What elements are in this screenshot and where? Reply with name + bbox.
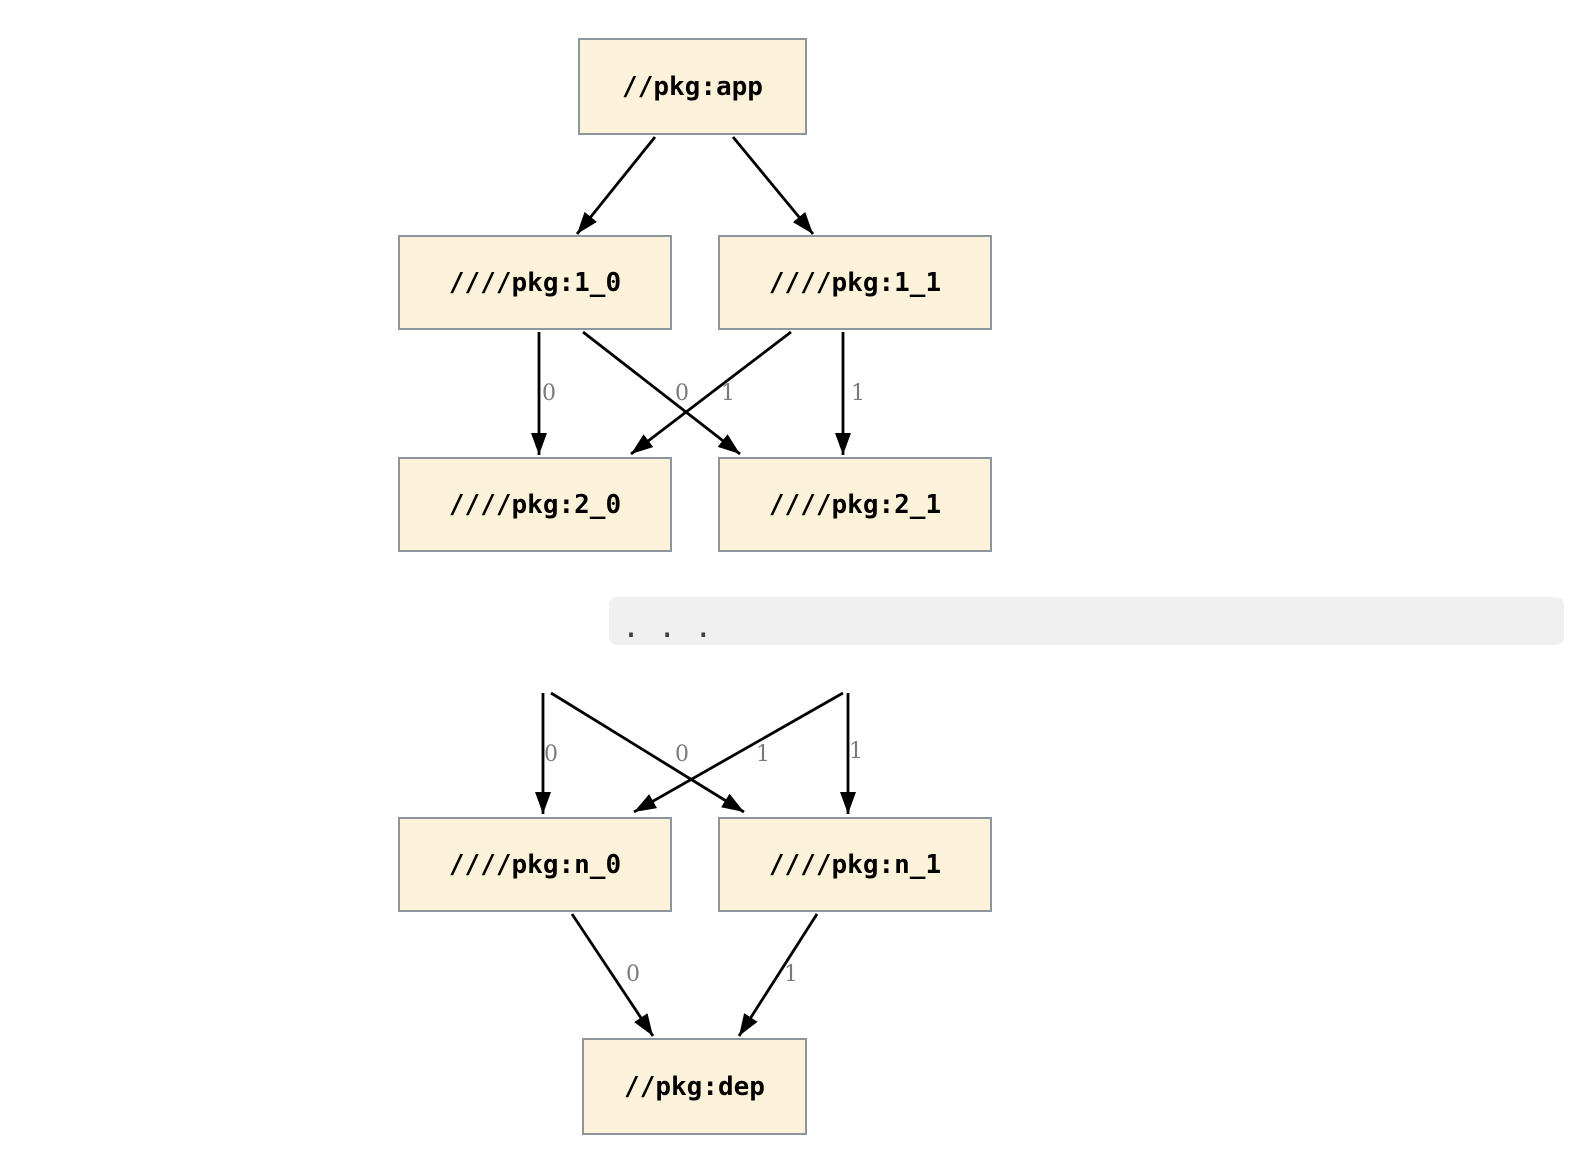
node-pkg-1_1: ////pkg:1_1 xyxy=(718,235,992,330)
edge-prev-to-n_0-cross xyxy=(633,691,844,814)
node-pkg-n_1-label: ////pkg:n_1 xyxy=(768,849,942,880)
node-pkg-dep: //pkg:dep xyxy=(582,1038,807,1135)
edge-prev-to-n_1-cross xyxy=(550,691,745,814)
node-pkg-2_0: ////pkg:2_0 xyxy=(398,457,672,552)
node-pkg-app-label: //pkg:app xyxy=(622,71,763,102)
edge-label-1_0-2_1: 1 xyxy=(721,381,735,406)
ellipsis-dots: . . . xyxy=(622,609,713,645)
node-pkg-2_1-label: ////pkg:2_1 xyxy=(768,489,942,520)
edge-label-1_1-2_0: 0 xyxy=(675,381,689,406)
edge-label-n_0-dep: 0 xyxy=(626,962,640,987)
node-pkg-n_1: ////pkg:n_1 xyxy=(718,817,992,912)
edge-app-to-1_1 xyxy=(731,136,815,235)
node-pkg-n_0: ////pkg:n_0 xyxy=(398,817,672,912)
edge-1_0-to-2_1 xyxy=(582,330,741,456)
edge-n_0-to-dep xyxy=(570,913,655,1037)
node-pkg-1_0: ////pkg:1_0 xyxy=(398,235,672,330)
node-pkg-n_0-label: ////pkg:n_0 xyxy=(448,849,622,880)
edge-1_1-to-2_0 xyxy=(630,330,792,456)
edge-label-prev-n_0-cross: 0 xyxy=(675,742,689,767)
edge-label-prev-n_1-right: 1 xyxy=(849,739,863,764)
node-pkg-dep-label: //pkg:dep xyxy=(624,1071,765,1102)
node-pkg-2_0-label: ////pkg:2_0 xyxy=(448,489,622,520)
edge-n_1-to-dep xyxy=(737,913,819,1037)
node-pkg-2_1: ////pkg:2_1 xyxy=(718,457,992,552)
ellipsis-bar: . . . xyxy=(609,597,1564,645)
edge-label-prev-n_0-left: 0 xyxy=(544,742,558,767)
node-pkg-app: //pkg:app xyxy=(578,38,807,135)
edge-label-1_1-2_1: 1 xyxy=(851,381,865,406)
node-pkg-1_1-label: ////pkg:1_1 xyxy=(768,267,942,298)
edge-app-to-1_0 xyxy=(575,136,657,235)
edge-label-prev-n_1-cross: 1 xyxy=(756,742,770,767)
node-pkg-1_0-label: ////pkg:1_0 xyxy=(448,267,622,298)
edge-label-1_0-2_0: 0 xyxy=(542,381,556,406)
edge-label-n_1-dep: 1 xyxy=(784,962,798,987)
